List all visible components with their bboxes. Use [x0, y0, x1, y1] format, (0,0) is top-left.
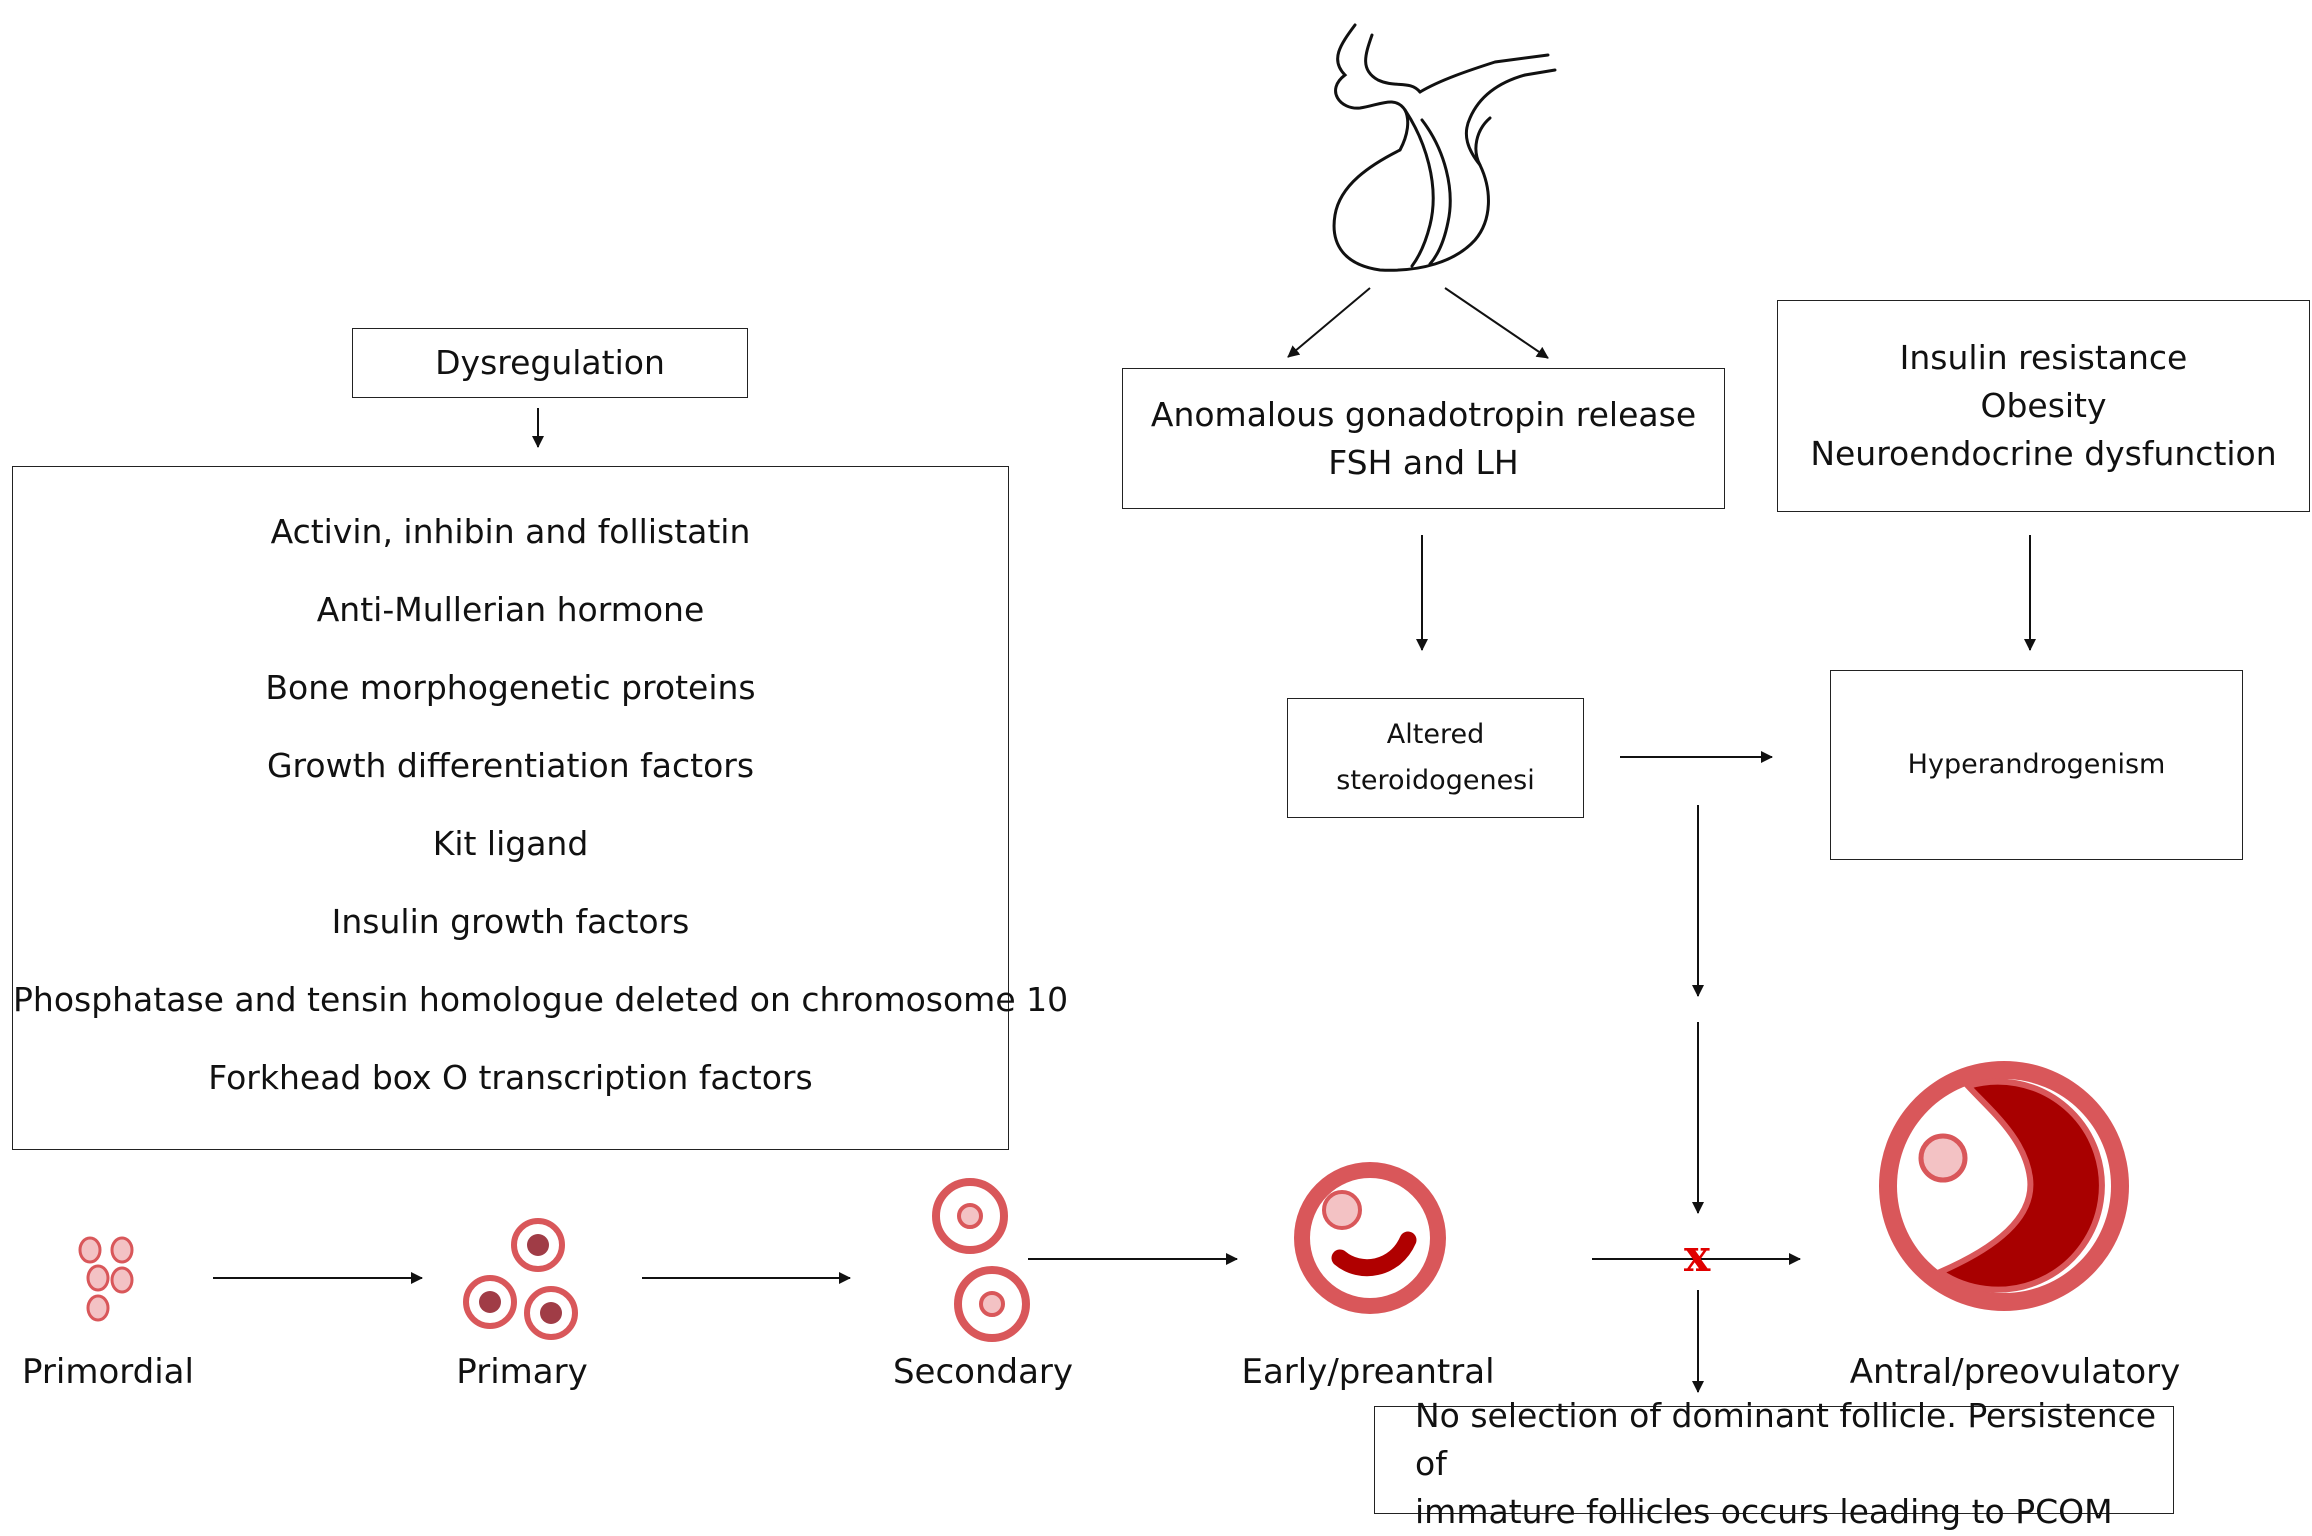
factor-item: Activin, inhibin and follistatin	[270, 512, 751, 551]
dysregulation-box: Dysregulation	[352, 328, 748, 398]
outcome-line-2: immature follicles occurs leading to PCO…	[1415, 1492, 2113, 1531]
secondary-follicles-icon	[932, 1178, 1030, 1342]
stage-label-primary: Primary	[456, 1352, 588, 1392]
arrow-pituitary-left	[1287, 287, 1371, 358]
primordial-follicles-icon	[78, 1236, 134, 1322]
factor-item: Insulin growth factors	[331, 902, 690, 941]
regulatory-factors-box: Activin, inhibin and follistatin Anti-Mu…	[12, 466, 1069, 1150]
primary-follicles-icon	[463, 1218, 578, 1340]
gonadotropin-line-1: Anomalous gonadotropin release	[1150, 394, 1697, 434]
stage-label-antral-preovulatory: Antral/preovulatory	[1849, 1352, 2181, 1392]
gonadotropin-line-2: FSH and LH	[1328, 442, 1519, 482]
stage-label-primordial: Primordial	[22, 1352, 194, 1392]
factor-item: Growth differentiation factors	[266, 746, 755, 785]
hyperandrogenism-label: Hyperandrogenism	[1907, 749, 2166, 780]
pituitary-gland-icon	[1332, 23, 1557, 272]
steroid-line-2: steroidogenesi	[1336, 765, 1535, 796]
altered-steroidogenesis-box: Altered steroidogenesi	[1287, 698, 1584, 818]
stage-label-early-preantral: Early/preantral	[1241, 1352, 1495, 1392]
factor-item: Forkhead box O transcription factors	[208, 1058, 813, 1097]
dysregulation-title: Dysregulation	[435, 343, 665, 382]
outcome-line-1: No selection of dominant follicle. Persi…	[1415, 1396, 2157, 1483]
early-preantral-follicle-icon	[1294, 1162, 1446, 1314]
outcome-box: No selection of dominant follicle. Persi…	[1374, 1396, 2174, 1531]
metabolic-factors-box: Insulin resistance Obesity Neuroendocrin…	[1777, 300, 2310, 512]
gonadotropin-box: Anomalous gonadotropin release FSH and L…	[1122, 368, 1725, 509]
factor-item: Phosphatase and tensin homologue deleted…	[13, 980, 1069, 1019]
antral-preovulatory-follicle-icon	[1879, 1061, 2129, 1311]
metabolic-line-1: Insulin resistance	[1899, 338, 2188, 377]
steroid-line-1: Altered	[1386, 719, 1485, 750]
metabolic-line-3: Neuroendocrine dysfunction	[1810, 434, 2277, 473]
factor-item: Kit ligand	[432, 824, 589, 863]
arrow-pituitary-right	[1444, 287, 1549, 359]
factor-item: Anti-Mullerian hormone	[316, 590, 705, 629]
block-mark: x	[1684, 1231, 1711, 1282]
hyperandrogenism-box: Hyperandrogenism	[1830, 670, 2243, 860]
factor-item: Bone morphogenetic proteins	[265, 668, 756, 707]
metabolic-line-2: Obesity	[1980, 386, 2107, 425]
stage-label-secondary: Secondary	[892, 1352, 1074, 1392]
